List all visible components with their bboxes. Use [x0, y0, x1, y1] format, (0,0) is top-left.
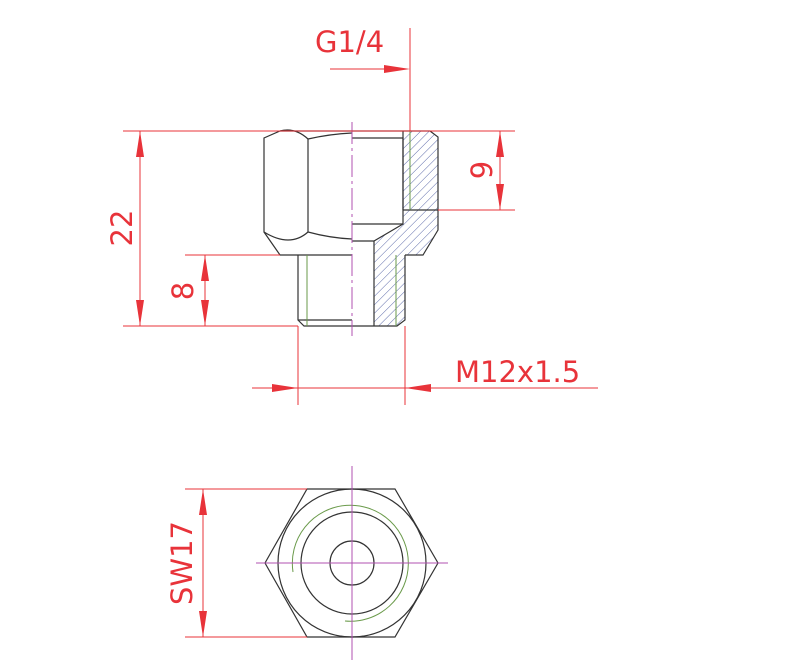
dim-label-m12: M12x1.5: [455, 355, 580, 389]
dimension-sw17: SW17: [165, 488, 307, 638]
dim-label-sw17: SW17: [165, 521, 199, 605]
dim-label-22: 22: [105, 210, 139, 247]
side-section-view: [263, 122, 439, 336]
thread-lines: [306, 131, 411, 326]
dimension-g14: G1/4: [315, 25, 411, 131]
section-hatch: [374, 131, 438, 326]
dim-label-g14: G1/4: [315, 25, 384, 59]
thread-arc: [291, 504, 409, 622]
dim-label-9: 9: [465, 161, 499, 179]
end-view: [256, 466, 448, 660]
dimension-8: 8: [166, 254, 280, 326]
dimension-22: 22: [105, 130, 410, 327]
dimension-m12: M12x1.5: [252, 326, 598, 405]
dimension-9: 9: [410, 130, 515, 211]
dim-label-8: 8: [166, 282, 200, 300]
